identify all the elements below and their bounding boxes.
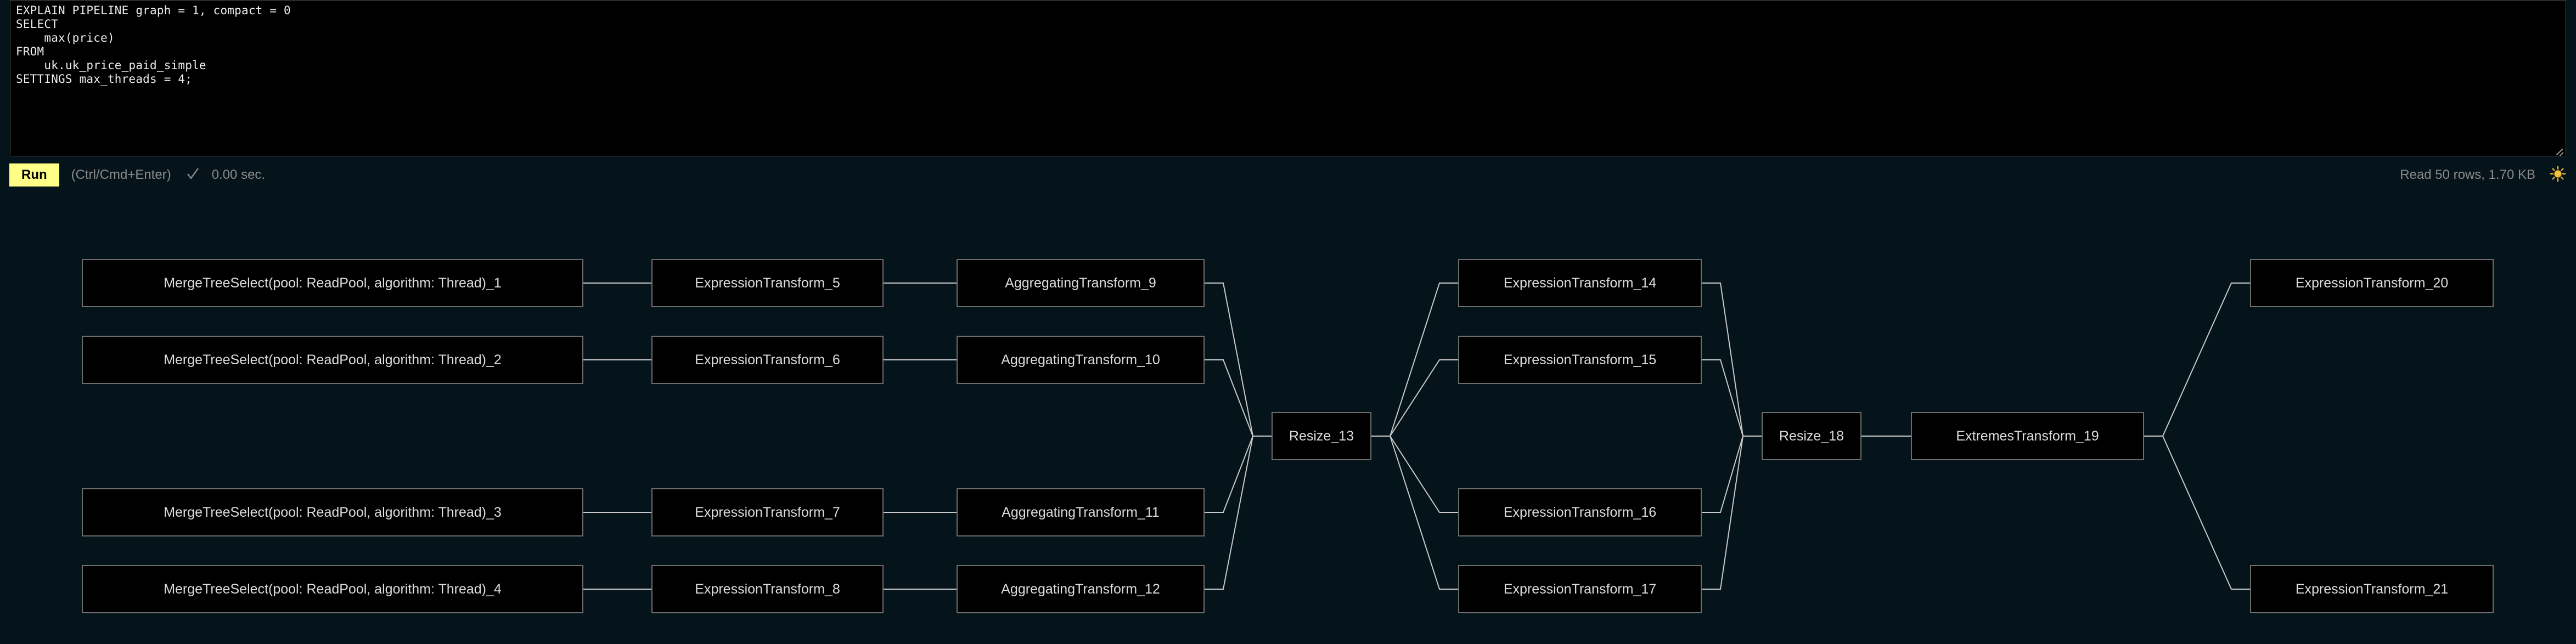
- graph-node-n21[interactable]: ExpressionTransform_21: [2250, 565, 2494, 613]
- graph-node-n6[interactable]: ExpressionTransform_6: [651, 336, 884, 384]
- graph-edge-n13-n16: [1371, 436, 1458, 513]
- graph-edge-n17-n18: [1702, 436, 1762, 590]
- graph-node-label: Resize_18: [1779, 428, 1844, 444]
- graph-node-label: ExpressionTransform_7: [695, 504, 840, 520]
- elapsed-time: 0.00 sec.: [211, 167, 266, 182]
- pipeline-graph: MergeTreeSelect(pool: ReadPool, algorith…: [0, 192, 2576, 644]
- graph-edge-n12-n13: [1205, 436, 1272, 590]
- query-toolbar: Run (Ctrl/Cmd+Enter) 0.00 sec. Read 50 r…: [0, 158, 2576, 192]
- graph-node-n8[interactable]: ExpressionTransform_8: [651, 565, 884, 613]
- graph-edge-n19-n21: [2144, 436, 2250, 590]
- graph-node-n4[interactable]: MergeTreeSelect(pool: ReadPool, algorith…: [82, 565, 583, 613]
- graph-edge-n11-n13: [1205, 436, 1272, 513]
- graph-edge-n10-n13: [1205, 359, 1272, 437]
- graph-node-n7[interactable]: ExpressionTransform_7: [651, 488, 884, 536]
- graph-node-label: ExtremesTransform_19: [1956, 428, 2099, 444]
- graph-node-label: ExpressionTransform_16: [1503, 504, 1657, 520]
- graph-node-label: MergeTreeSelect(pool: ReadPool, algorith…: [164, 352, 502, 368]
- query-input[interactable]: [10, 0, 2566, 156]
- graph-node-label: ExpressionTransform_20: [2295, 275, 2449, 291]
- graph-node-n18[interactable]: Resize_18: [1762, 412, 1861, 460]
- graph-node-label: MergeTreeSelect(pool: ReadPool, algorith…: [164, 504, 502, 520]
- graph-node-n2[interactable]: MergeTreeSelect(pool: ReadPool, algorith…: [82, 336, 583, 384]
- graph-edge-n16-n18: [1702, 436, 1762, 513]
- graph-edge-n19-n20: [2144, 283, 2250, 437]
- query-editor-container: [10, 0, 2566, 156]
- shortcut-hint: (Ctrl/Cmd+Enter): [71, 167, 171, 182]
- graph-node-n13[interactable]: Resize_13: [1272, 412, 1371, 460]
- graph-edge-n15-n18: [1702, 359, 1762, 437]
- graph-node-label: ExpressionTransform_21: [2295, 581, 2449, 597]
- graph-node-n9[interactable]: AggregatingTransform_9: [957, 259, 1205, 307]
- toolbar-right-group: Read 50 rows, 1.70 KB: [2400, 166, 2576, 184]
- graph-node-n19[interactable]: ExtremesTransform_19: [1911, 412, 2144, 460]
- graph-node-n11[interactable]: AggregatingTransform_11: [957, 488, 1205, 536]
- graph-edge-n13-n17: [1371, 436, 1458, 590]
- graph-node-n16[interactable]: ExpressionTransform_16: [1458, 488, 1702, 536]
- graph-node-label: ExpressionTransform_8: [695, 581, 840, 597]
- graph-node-n1[interactable]: MergeTreeSelect(pool: ReadPool, algorith…: [82, 259, 583, 307]
- graph-node-label: ExpressionTransform_6: [695, 352, 840, 368]
- graph-node-label: MergeTreeSelect(pool: ReadPool, algorith…: [164, 275, 502, 291]
- sun-icon[interactable]: [2550, 166, 2566, 184]
- graph-node-label: AggregatingTransform_9: [1005, 275, 1156, 291]
- graph-node-n17[interactable]: ExpressionTransform_17: [1458, 565, 1702, 613]
- graph-edges-layer: [583, 283, 2250, 590]
- graph-node-n14[interactable]: ExpressionTransform_14: [1458, 259, 1702, 307]
- read-stats-label: Read 50 rows, 1.70 KB: [2400, 167, 2535, 182]
- graph-node-label: ExpressionTransform_5: [695, 275, 840, 291]
- graph-node-label: Resize_13: [1289, 428, 1354, 444]
- graph-node-label: ExpressionTransform_14: [1503, 275, 1657, 291]
- graph-node-label: MergeTreeSelect(pool: ReadPool, algorith…: [164, 581, 502, 597]
- run-button[interactable]: Run: [9, 163, 59, 187]
- graph-node-n15[interactable]: ExpressionTransform_15: [1458, 336, 1702, 384]
- graph-node-n20[interactable]: ExpressionTransform_20: [2250, 259, 2494, 307]
- checkmark-icon: [185, 167, 200, 184]
- graph-node-label: ExpressionTransform_15: [1503, 352, 1657, 368]
- graph-edge-n13-n15: [1371, 359, 1458, 437]
- graph-node-n12[interactable]: AggregatingTransform_12: [957, 565, 1205, 613]
- graph-node-label: AggregatingTransform_11: [1002, 504, 1160, 520]
- graph-node-label: AggregatingTransform_12: [1001, 581, 1160, 597]
- graph-node-n10[interactable]: AggregatingTransform_10: [957, 336, 1205, 384]
- graph-node-n3[interactable]: MergeTreeSelect(pool: ReadPool, algorith…: [82, 488, 583, 536]
- graph-node-label: AggregatingTransform_10: [1001, 352, 1160, 368]
- graph-node-label: ExpressionTransform_17: [1503, 581, 1657, 597]
- graph-node-n5[interactable]: ExpressionTransform_5: [651, 259, 884, 307]
